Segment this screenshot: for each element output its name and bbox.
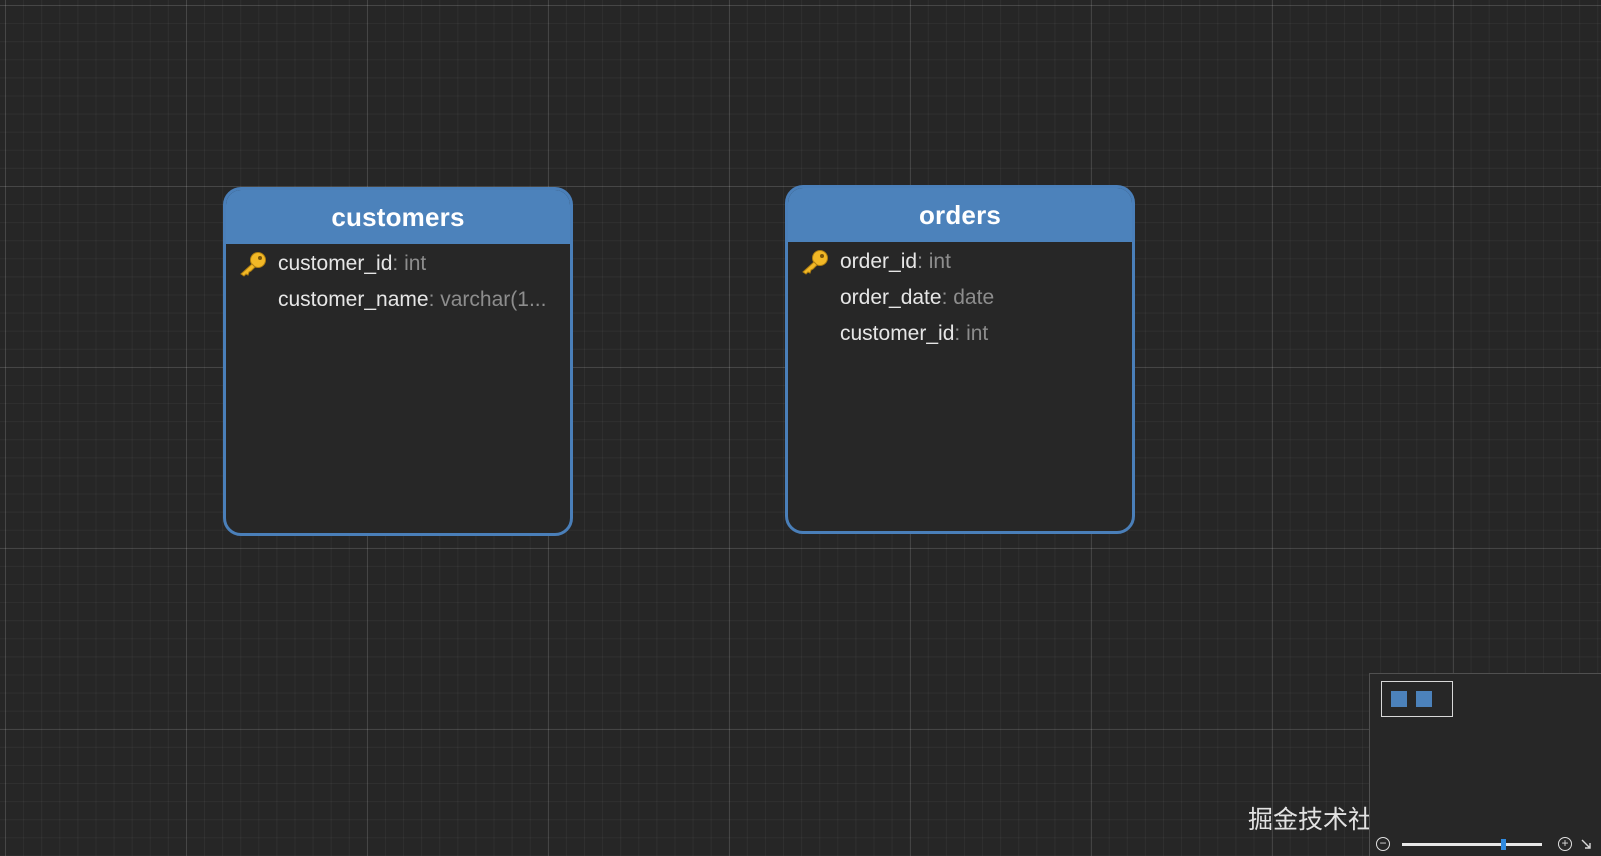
key-icon — [240, 252, 266, 277]
minimap-viewport[interactable] — [1381, 681, 1453, 717]
table-customers[interactable]: customers customer_id: int customer_name… — [223, 187, 573, 536]
minimap-table-customers — [1391, 691, 1407, 707]
minimap[interactable]: − + — [1369, 673, 1601, 856]
zoom-out-icon[interactable]: − — [1376, 837, 1390, 851]
key-icon — [802, 250, 828, 275]
column-separator: : — [392, 252, 405, 275]
column-row[interactable]: order_id: int — [788, 244, 1132, 280]
column-type: date — [953, 286, 995, 309]
column-name: order_date — [840, 286, 942, 309]
column-name: customer_id — [840, 322, 955, 345]
column-type: int — [928, 250, 951, 273]
zoom-slider-thumb[interactable] — [1500, 839, 1506, 850]
column-row[interactable]: customer_id: int — [226, 246, 570, 282]
column-separator: : — [428, 288, 441, 311]
column-separator: : — [941, 286, 954, 309]
column-name: customer_id — [278, 252, 393, 275]
minimap-table-orders — [1416, 691, 1432, 707]
column-type: varchar(1... — [440, 288, 547, 311]
column-separator: : — [917, 250, 929, 273]
table-orders[interactable]: orders order_id: int order_date: date cu… — [785, 185, 1135, 534]
table-header[interactable]: orders — [788, 188, 1132, 242]
column-row[interactable]: customer_id: int — [788, 316, 1132, 352]
zoom-bar: − + — [1370, 834, 1600, 856]
zoom-slider[interactable] — [1402, 839, 1542, 850]
column-type: int — [966, 322, 989, 345]
column-list: customer_id: int customer_name: varchar(… — [226, 244, 570, 318]
column-name: order_id — [840, 250, 918, 273]
column-row[interactable]: order_date: date — [788, 280, 1132, 316]
column-separator: : — [954, 322, 967, 345]
table-header[interactable]: customers — [226, 190, 570, 244]
column-list: order_id: int order_date: date customer_… — [788, 242, 1132, 352]
column-name: customer_name — [278, 288, 429, 311]
column-row[interactable]: customer_name: varchar(1... — [226, 282, 570, 318]
zoom-in-icon[interactable]: + — [1558, 837, 1572, 851]
column-type: int — [404, 252, 427, 275]
resize-corner-icon[interactable] — [1580, 838, 1592, 850]
